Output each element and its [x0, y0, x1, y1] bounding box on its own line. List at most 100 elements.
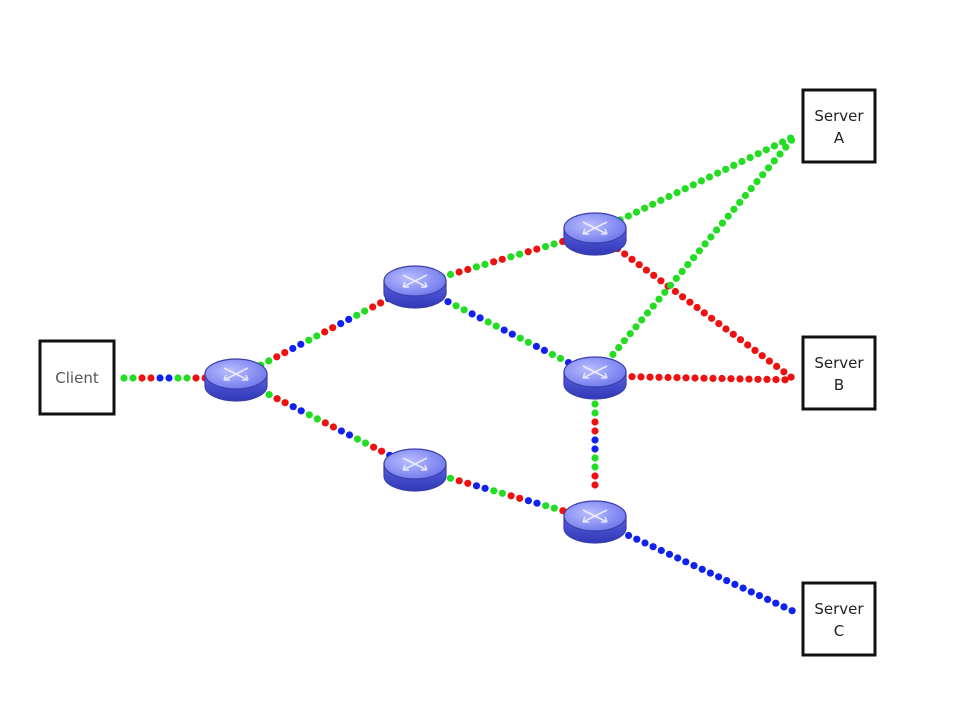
link-dot-red	[773, 362, 781, 370]
link-dot-red	[455, 268, 463, 276]
link-r4-server_a	[616, 134, 795, 224]
link-dot-red	[745, 375, 753, 383]
link-dot-red	[591, 481, 599, 489]
link-dot-green	[722, 165, 730, 173]
link-dot-red	[533, 245, 541, 253]
link-dot-green	[548, 350, 557, 359]
link-dot-red	[281, 349, 289, 357]
link-dot-green	[649, 200, 657, 208]
server-b-label-line1: Server	[814, 354, 864, 372]
link-dot-red	[650, 271, 658, 279]
router-icon[interactable]	[563, 356, 627, 400]
link-dot-red	[591, 427, 599, 435]
link-dot-green	[690, 254, 698, 262]
link-dot-green	[361, 439, 370, 447]
server-b-label-line2: B	[834, 376, 844, 394]
link-dot-green	[556, 354, 565, 363]
link-dot-red	[369, 303, 377, 311]
link-r1-r2	[257, 295, 393, 369]
link-dot-green	[684, 261, 692, 269]
link-dot-green	[313, 332, 321, 340]
link-dot-green	[626, 330, 634, 338]
link-dot-red	[516, 494, 524, 502]
link-dot-red	[700, 374, 708, 382]
link-dot-green	[770, 157, 778, 165]
link-dot-red	[679, 293, 687, 301]
link-dot-blue	[780, 603, 788, 611]
link-dot-green	[446, 474, 455, 482]
link-dot-red	[621, 250, 629, 258]
link-dot-red	[192, 374, 200, 382]
link-r2-r4	[438, 237, 567, 281]
link-dot-blue	[508, 330, 516, 338]
link-dot-green	[174, 374, 182, 382]
router-icon[interactable]	[383, 448, 447, 492]
link-dot-green	[655, 295, 663, 303]
link-dot-green	[787, 136, 796, 144]
link-dot-blue	[625, 531, 633, 540]
server-c-label-line1: Server	[814, 600, 864, 618]
link-dot-red	[787, 373, 795, 381]
link-dot-red	[635, 261, 643, 269]
link-dot-red	[321, 328, 329, 336]
link-dot-red	[736, 336, 745, 344]
link-dot-green	[673, 189, 681, 197]
link-dot-green	[550, 240, 558, 248]
link-dot-blue	[476, 314, 484, 322]
link-dot-green	[361, 307, 369, 315]
link-r5-server_b	[619, 373, 789, 384]
link-dot-green	[776, 150, 784, 158]
link-dot-red	[321, 419, 329, 427]
link-dot-green	[730, 161, 738, 169]
link-dot-green	[718, 219, 727, 227]
link-dot-green	[490, 487, 498, 495]
link-dot-red	[664, 373, 672, 382]
link-dot-red	[718, 374, 726, 383]
link-dot-green	[609, 350, 617, 359]
link-dot-green	[481, 260, 489, 268]
router-arrows-icon	[223, 367, 249, 381]
link-dot-green	[661, 288, 669, 296]
link-dot-red	[765, 357, 774, 365]
client-node[interactable]: Client	[38, 339, 116, 416]
server-b-node[interactable]: Server B	[801, 335, 877, 411]
link-dot-green	[492, 322, 500, 330]
link-dot-red	[763, 375, 771, 383]
link-dot-blue	[665, 550, 674, 558]
link-dot-green	[632, 208, 641, 216]
link-dot-green	[460, 306, 468, 314]
link-dot-red	[758, 352, 766, 360]
link-dot-blue	[739, 584, 747, 592]
link-dot-red	[780, 368, 788, 376]
server-c-node[interactable]: Server C	[801, 581, 877, 657]
link-dot-blue	[747, 588, 755, 596]
link-dot-green	[524, 338, 532, 346]
link-dot-blue	[337, 427, 345, 435]
server-a-node[interactable]: Server A	[801, 88, 877, 164]
router-icon[interactable]	[204, 358, 268, 402]
link-dot-blue	[345, 315, 353, 323]
link-dot-green	[542, 502, 550, 510]
link-dot-blue	[674, 554, 682, 562]
link-dot-red	[727, 375, 735, 383]
router-arrows-icon	[582, 365, 608, 379]
link-dot-blue	[698, 565, 706, 573]
link-r5-r6	[591, 400, 599, 489]
router-icon[interactable]	[563, 500, 627, 544]
link-dot-green	[129, 374, 137, 382]
link-dot-green	[641, 204, 649, 212]
link-dot-red	[736, 375, 744, 383]
link-dot-red	[377, 299, 385, 307]
link-dot-red	[591, 418, 599, 426]
link-dot-green	[632, 323, 640, 331]
router-icon[interactable]	[563, 212, 627, 256]
link-dot-red	[370, 443, 378, 451]
link-dot-green	[764, 164, 773, 172]
link-dot-green	[730, 205, 738, 213]
link-dot-green	[738, 157, 746, 166]
link-dot-red	[729, 330, 737, 338]
link-dot-red	[591, 472, 599, 480]
link-dot-green	[183, 374, 191, 382]
router-icon[interactable]	[383, 265, 447, 309]
